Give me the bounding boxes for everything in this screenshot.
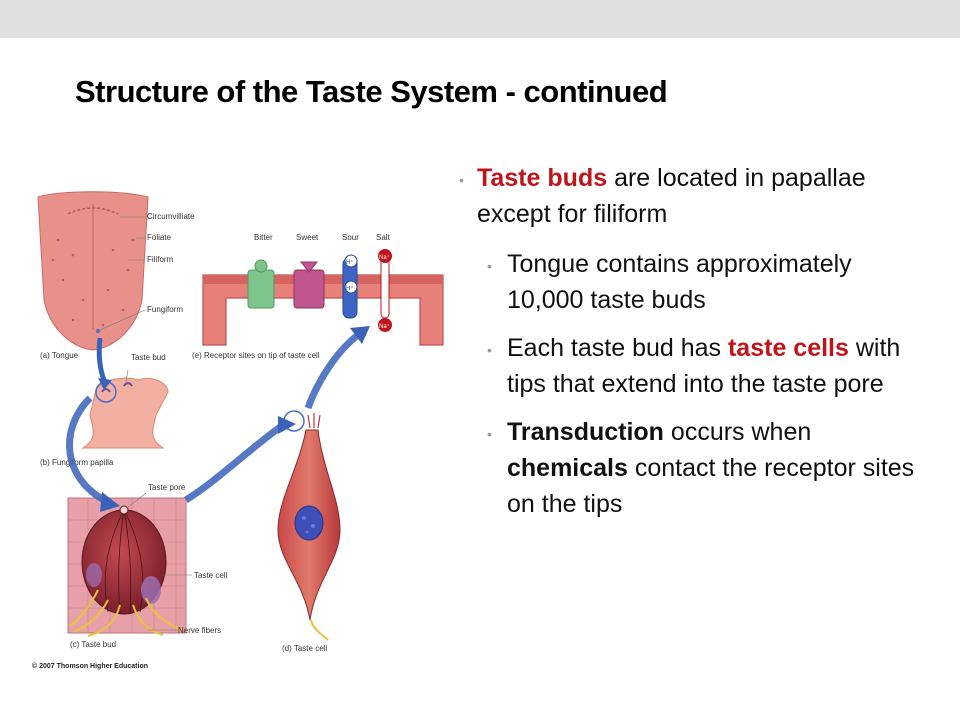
bullet-taste-cells: Each taste bud has taste cells with tips… (455, 330, 915, 402)
label-receptor-sites: (e) Receptor sites on tip of taste cell (192, 351, 320, 360)
arrow-head-icon (278, 416, 296, 434)
taste-system-figure: Circumvilliate Foliate Filiform Fungifor… (28, 180, 448, 680)
arrow-tongue-to-papilla (96, 337, 107, 381)
label-circumvilliate: Circumvilliate (147, 212, 195, 221)
slide-title: Structure of the Taste System - continue… (75, 74, 668, 109)
label-salt: Salt (376, 233, 391, 242)
bullet-taste-cells-post: with tips that extend into the taste por… (507, 334, 901, 398)
bullet-transduction-emphasis: Transduction (507, 418, 664, 446)
label-fungiform-papilla: (b) Fungiform papilla (40, 458, 114, 467)
label-nerve-fibers: Nerve fibers (178, 626, 221, 635)
bullet-taste-cells-emphasis: taste cells (727, 334, 849, 362)
label-taste-cell: Taste cell (194, 571, 228, 580)
taste-bud-illustration (67, 492, 192, 637)
label-taste-bud-c: (c) Taste bud (70, 640, 116, 649)
label-taste-pore: Taste pore (148, 483, 186, 492)
bullet-taste-buds-emphasis: Taste buds (477, 164, 608, 192)
fungiform-papilla-illustration (81, 369, 169, 449)
label-bitter: Bitter (254, 233, 273, 242)
label-taste-cell-d: (d) Taste cell (282, 644, 327, 653)
bullet-taste-buds: Taste buds are located in papallae excep… (455, 160, 915, 232)
bullet-list: Taste buds are located in papallae excep… (455, 160, 915, 534)
bullet-taste-cells-pre: Each taste bud has (507, 334, 728, 362)
label-tongue: (a) Tongue (40, 351, 79, 360)
label-filiform: Filiform (147, 255, 174, 264)
tongue-illustration (37, 191, 149, 351)
label-sweet: Sweet (296, 233, 319, 242)
label-na-plus-bottom: Na⁺ (379, 323, 390, 330)
label-taste-bud: Taste bud (131, 353, 166, 362)
bullet-transduction-post: contact the receptor sites on the tips (507, 454, 915, 518)
arrow-head-icon (98, 378, 112, 390)
label-foliate: Foliate (147, 233, 172, 242)
arrow-head-icon (350, 326, 370, 344)
arrow-bud-to-cell (184, 422, 286, 503)
arrow-head-icon (100, 492, 120, 512)
bullet-tongue-count: Tongue contains approximately 10,000 tas… (455, 246, 915, 318)
label-na-plus-top: Na⁺ (379, 254, 390, 261)
arrow-papilla-to-bud (66, 395, 110, 506)
top-bar (0, 0, 960, 38)
bullet-tongue-count-text: Tongue contains approximately 10,000 tas… (507, 250, 852, 314)
label-sour: Sour (342, 233, 359, 242)
bullet-transduction-mid: occurs when (663, 418, 812, 446)
taste-cell-illustration (277, 410, 341, 641)
arrow-cell-to-receptors (304, 332, 361, 410)
bullet-taste-buds-text: are located in papallae except for filif… (477, 164, 866, 228)
bullet-chemicals-emphasis: chemicals (507, 454, 628, 482)
receptor-sites-illustration (202, 249, 444, 346)
taste-system-illustration: Circumvilliate Foliate Filiform Fungifor… (32, 191, 444, 670)
bullet-transduction: Transduction occurs when chemicals conta… (455, 414, 915, 522)
label-h-plus-bottom: H⁺ (346, 285, 354, 292)
label-fungiform: Fungiform (147, 305, 183, 314)
copyright-text: © 2007 Thomson Higher Education (32, 662, 148, 670)
label-h-plus-top: H⁺ (346, 259, 354, 266)
